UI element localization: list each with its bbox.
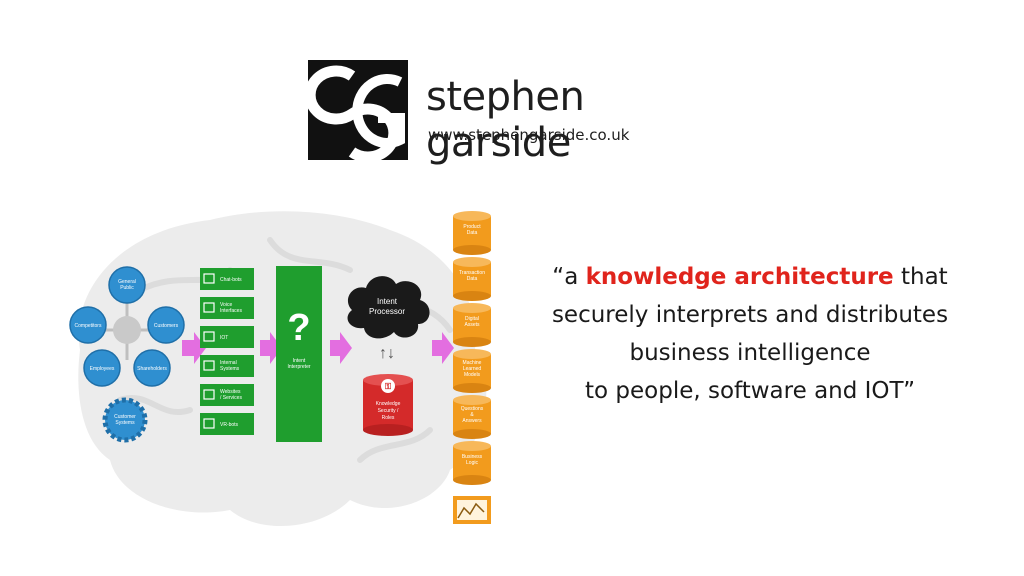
intent-processor-cloud-icon: Intent Processor: [347, 276, 430, 339]
iot-icon: [203, 331, 215, 342]
sg-logo-mark-icon: [308, 60, 408, 160]
people-node-shareholders: [133, 349, 171, 387]
people-node-label: Customers: [154, 323, 179, 329]
flow-arrow-3: [330, 332, 352, 364]
people-node-label: Shareholders: [137, 366, 167, 372]
quote-line-3: business intelligence: [629, 340, 871, 366]
quote-line-2: securely interprets and distributes: [551, 302, 949, 328]
monitor-icon: [203, 360, 215, 371]
people-node-customers: [147, 306, 185, 344]
svg-text:Roles: Roles: [382, 415, 395, 421]
logo-name: stephen garside: [426, 74, 585, 166]
people-hub-icon: [113, 316, 141, 344]
channel-label: Chat-bots: [220, 277, 242, 283]
people-node-label: Employees: [90, 366, 115, 372]
svg-text:Intent: Intent: [377, 297, 398, 306]
channel-vr-bots: VR-bots: [200, 413, 254, 435]
channel-websites-services: Websites/ Services: [200, 384, 254, 406]
people-node-employees: [83, 349, 121, 387]
knowledge-security-cylinder-icon: ⚿ Knowledge Security / Roles: [363, 374, 413, 436]
voice-icon: [203, 302, 215, 313]
svg-text:Processor: Processor: [369, 307, 405, 316]
tagline-quote: “a knowledge architecture that securely …: [520, 258, 980, 410]
quote-line-4: to people, software and IOT”: [585, 378, 915, 404]
channel-iot: IOT: [200, 326, 254, 348]
svg-text:⚿: ⚿: [385, 382, 391, 391]
vr-icon: [203, 418, 215, 429]
channel-label: Websites/ Services: [220, 389, 242, 401]
logo-url[interactable]: www.stephengarside.co.uk: [428, 126, 630, 144]
svg-text:Security /: Security /: [378, 408, 399, 414]
flow-arrow-2: [260, 332, 282, 364]
web-icon: [203, 389, 215, 400]
interpreter-symbol: ?: [287, 307, 310, 349]
quote-after-highlight: that: [893, 264, 948, 290]
people-node-competitors: [69, 306, 107, 344]
chart-thumbnail-icon: [453, 496, 491, 524]
exchange-arrows-icon: ↑↓: [379, 345, 395, 362]
flow-arrow-4: [432, 332, 454, 364]
people-node-general-public: [108, 266, 146, 304]
data-source-label: Questions&Answers: [461, 406, 484, 424]
data-source-questions-answers: Questions&Answers: [453, 395, 491, 439]
logo: stephen garside www.stephengarside.co.uk: [308, 60, 728, 166]
channel-label: IOT: [220, 335, 228, 341]
people-node-label: Competitors: [75, 323, 102, 329]
quote-open: “a: [552, 264, 586, 290]
quote-highlight: knowledge architecture: [585, 264, 894, 290]
svg-text:Knowledge: Knowledge: [376, 401, 401, 407]
channel-chat-bots: Chat-bots: [200, 268, 254, 290]
chat-icon: [203, 273, 215, 284]
channel-label: VR-bots: [220, 422, 239, 428]
quote-line-1: “a knowledge architecture that: [520, 258, 980, 296]
people-node-customer-systems: [102, 397, 148, 443]
